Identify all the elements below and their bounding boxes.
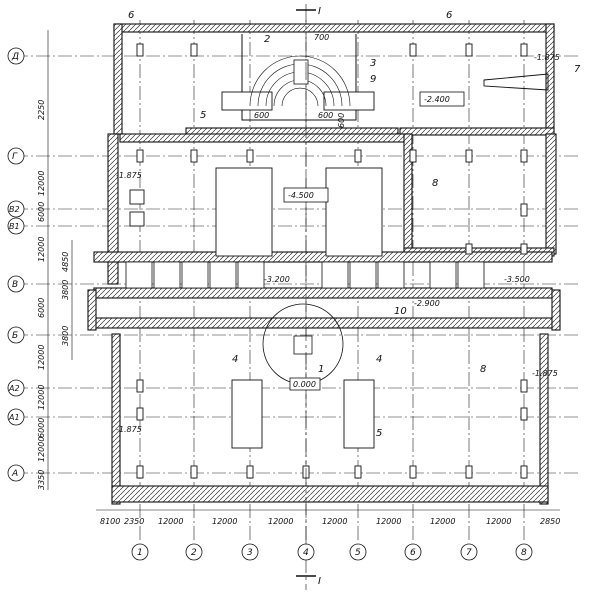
bottom-dimensions: 8100 2350 12000 12000 12000 12000 12000 … xyxy=(100,517,560,526)
pits xyxy=(129,91,383,449)
dim: 12000 xyxy=(37,437,46,462)
callout: 2 xyxy=(264,34,270,45)
axis-col-label: 1 xyxy=(137,548,143,558)
section-mark-bottom: I xyxy=(318,576,321,587)
dim: 8100 xyxy=(100,517,120,526)
callout: 5 xyxy=(200,110,206,121)
edge-mark: -1.875 xyxy=(116,171,142,180)
axis-row-label: Б xyxy=(12,331,18,341)
col-axes: 1 2 3 4 5 6 7 8 xyxy=(131,543,533,561)
axis-col-label: 3 xyxy=(247,548,253,558)
axis-col-label: 5 xyxy=(355,548,361,558)
callout: 6 xyxy=(446,10,452,21)
dim: 12000 xyxy=(37,171,46,196)
axis-col-label: 7 xyxy=(466,548,472,558)
axis-row-label: Д xyxy=(11,52,19,62)
callout: 7 xyxy=(574,64,581,75)
upper-hall-walls xyxy=(113,23,555,136)
dim: 12000 xyxy=(212,517,237,526)
dim: 12000 xyxy=(158,517,183,526)
lower-hall-walls xyxy=(111,333,549,505)
elevation: -2.900 xyxy=(414,299,440,308)
dim: 12000 xyxy=(268,517,293,526)
dim: 2850 xyxy=(540,517,560,526)
dim: 6000 xyxy=(37,202,46,222)
elevations: -2.400 -4.500 -3.200 -3.500 -2.900 0.000 xyxy=(264,91,530,391)
dim: 3350 xyxy=(37,470,46,490)
elevation: -2.400 xyxy=(424,95,450,104)
pit-dimensions: 700 600 600 600 xyxy=(254,33,346,128)
callout: 3 xyxy=(370,58,376,69)
left-dimensions: 2250 12000 6000 12000 4850 3800 3800 600… xyxy=(37,100,70,490)
pit-dim: 600 xyxy=(318,111,333,120)
dim: 2250 xyxy=(37,100,46,120)
axis-col-label: 4 xyxy=(303,548,309,558)
pit-dim: 600 xyxy=(337,113,346,128)
callout: 10 xyxy=(394,306,407,317)
chute xyxy=(483,73,549,91)
dim: 12000 xyxy=(376,517,401,526)
dim: 12000 xyxy=(486,517,511,526)
edge-mark: -1.875 xyxy=(532,369,558,378)
row-axes: Д Г В2 В1 В Б А2 А1 А xyxy=(7,47,25,482)
axis-grid xyxy=(14,20,580,540)
callouts: 6 6 2 3 9 5 7 8 10 4 4 1 8 5 xyxy=(128,10,581,439)
elevation: -3.500 xyxy=(504,275,530,284)
callout: 8 xyxy=(432,178,438,189)
elevation: 0.000 xyxy=(293,380,316,389)
dim: 12000 xyxy=(37,385,46,410)
axis-row-label: А1 xyxy=(8,413,20,422)
axis-col-label: 8 xyxy=(521,548,527,558)
callout: 6 xyxy=(128,10,134,21)
edge-mark: -1.875 xyxy=(116,425,142,434)
pit-dim: 700 xyxy=(314,33,329,42)
edge-marks: -1.875 -1.875 -1.875 -1.875 xyxy=(116,53,560,434)
dim: 2350 xyxy=(124,517,144,526)
callout: 4 xyxy=(376,354,382,365)
axis-row-label: А2 xyxy=(8,384,20,393)
callout: 1 xyxy=(318,364,324,375)
dim: 12000 xyxy=(37,345,46,370)
section-line xyxy=(296,4,316,590)
lift-circle xyxy=(262,303,344,385)
dim: 3800 xyxy=(61,326,70,346)
corridor-openings xyxy=(125,261,485,289)
dim: 6000 xyxy=(37,418,46,438)
sump-fan xyxy=(249,55,351,107)
columns xyxy=(136,43,528,479)
pit-dim: 600 xyxy=(254,111,269,120)
dim: 6000 xyxy=(37,298,46,318)
axis-row-label: В xyxy=(12,280,18,290)
axis-col-label: 6 xyxy=(410,548,416,558)
dim: 4850 xyxy=(61,252,70,272)
callout: 8 xyxy=(480,364,486,375)
elevation: -3.200 xyxy=(264,275,290,284)
axis-row-label: Г xyxy=(12,152,18,162)
elevation: -4.500 xyxy=(288,191,314,200)
section-mark-top: I xyxy=(318,6,321,17)
dim: 12000 xyxy=(430,517,455,526)
callout: 4 xyxy=(232,354,238,365)
edge-mark: -1.875 xyxy=(534,53,560,62)
dim: 12000 xyxy=(37,237,46,262)
axis-row-label: В2 xyxy=(9,205,20,214)
callout: 5 xyxy=(376,428,382,439)
dim: 12000 xyxy=(322,517,347,526)
axis-col-label: 2 xyxy=(191,548,197,558)
dim: 3800 xyxy=(61,280,70,300)
callout: 9 xyxy=(370,74,376,85)
axis-row-label: В1 xyxy=(9,222,20,231)
axis-row-label: А xyxy=(11,469,18,479)
dimension-lines xyxy=(47,30,560,511)
